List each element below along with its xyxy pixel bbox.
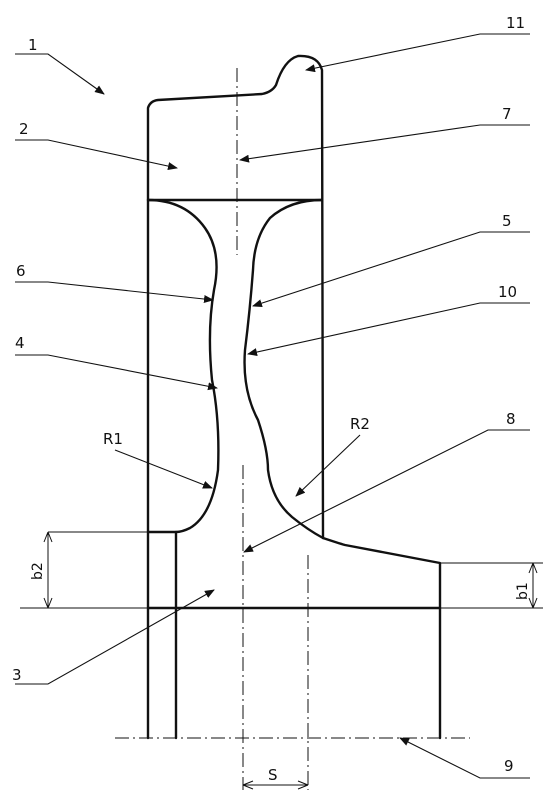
label-5: 5 <box>502 212 512 230</box>
label-6: 6 <box>16 262 26 280</box>
dimension-b1 <box>440 562 543 609</box>
label-8: 8 <box>506 410 516 428</box>
leader-2 <box>15 139 178 170</box>
right-web-curve <box>243 198 325 540</box>
label-b2: b2 <box>30 562 46 580</box>
body-outline <box>146 54 442 740</box>
base-slope <box>321 536 442 610</box>
leader-4 <box>15 354 218 391</box>
dimension-s <box>242 780 309 790</box>
leader-10 <box>247 302 530 356</box>
leader-r1 <box>114 449 213 489</box>
leader-5 <box>252 231 530 308</box>
leader-9 <box>399 737 530 779</box>
label-r2: R2 <box>350 415 370 433</box>
left-outer-edge <box>146 54 325 740</box>
leader-3 <box>15 589 215 685</box>
label-r1: R1 <box>103 430 123 448</box>
leader-7 <box>239 124 530 163</box>
label-10: 10 <box>498 283 517 301</box>
leader-1 <box>15 53 105 95</box>
label-b1: b1 <box>515 582 531 600</box>
label-1: 1 <box>28 36 38 54</box>
label-s: S <box>268 766 278 784</box>
label-4: 4 <box>15 334 25 352</box>
leader-8 <box>243 429 530 553</box>
label-2: 2 <box>19 120 29 138</box>
leaders <box>15 33 530 779</box>
left-web-curve <box>146 198 220 534</box>
label-7: 7 <box>502 105 512 123</box>
label-9: 9 <box>504 757 514 775</box>
leader-r2 <box>295 434 361 497</box>
leader-6 <box>15 281 214 304</box>
dimension-b2 <box>20 531 176 609</box>
leader-11 <box>305 33 530 73</box>
label-3: 3 <box>12 666 22 684</box>
label-11: 11 <box>506 14 525 32</box>
